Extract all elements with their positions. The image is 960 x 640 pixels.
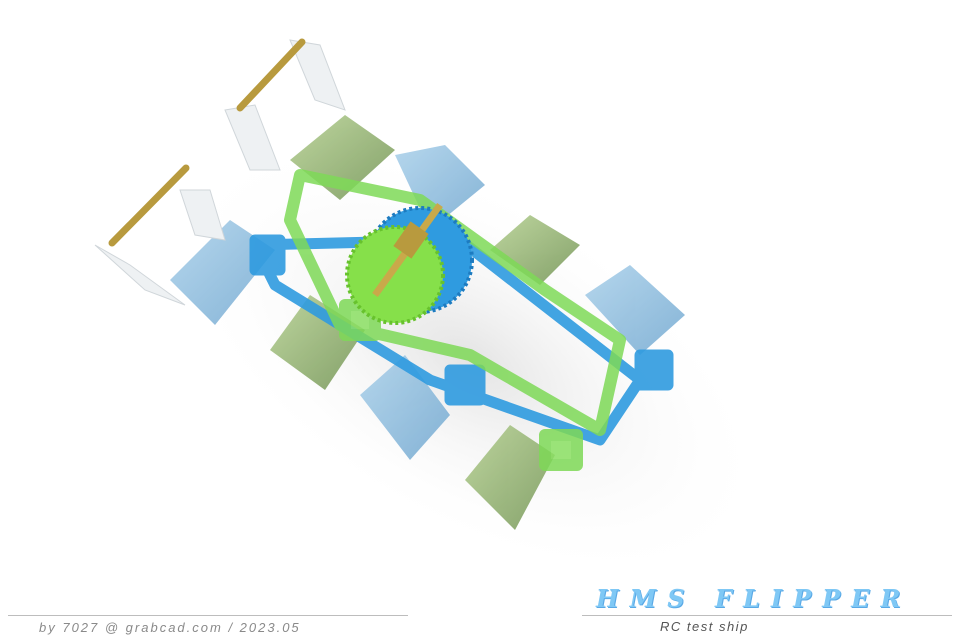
paddle-blades: [170, 115, 685, 530]
author-credit: by 7027 @ grabcad.com / 2023.05: [39, 620, 301, 635]
caption-divider-right: [582, 615, 952, 616]
caption-divider-left: [8, 615, 408, 616]
gear-assembly: [345, 202, 474, 325]
paddle-arms: [94, 38, 346, 306]
ship-subtitle: RC test ship: [660, 619, 749, 634]
ship-title: HMS FLIPPER: [596, 584, 912, 613]
